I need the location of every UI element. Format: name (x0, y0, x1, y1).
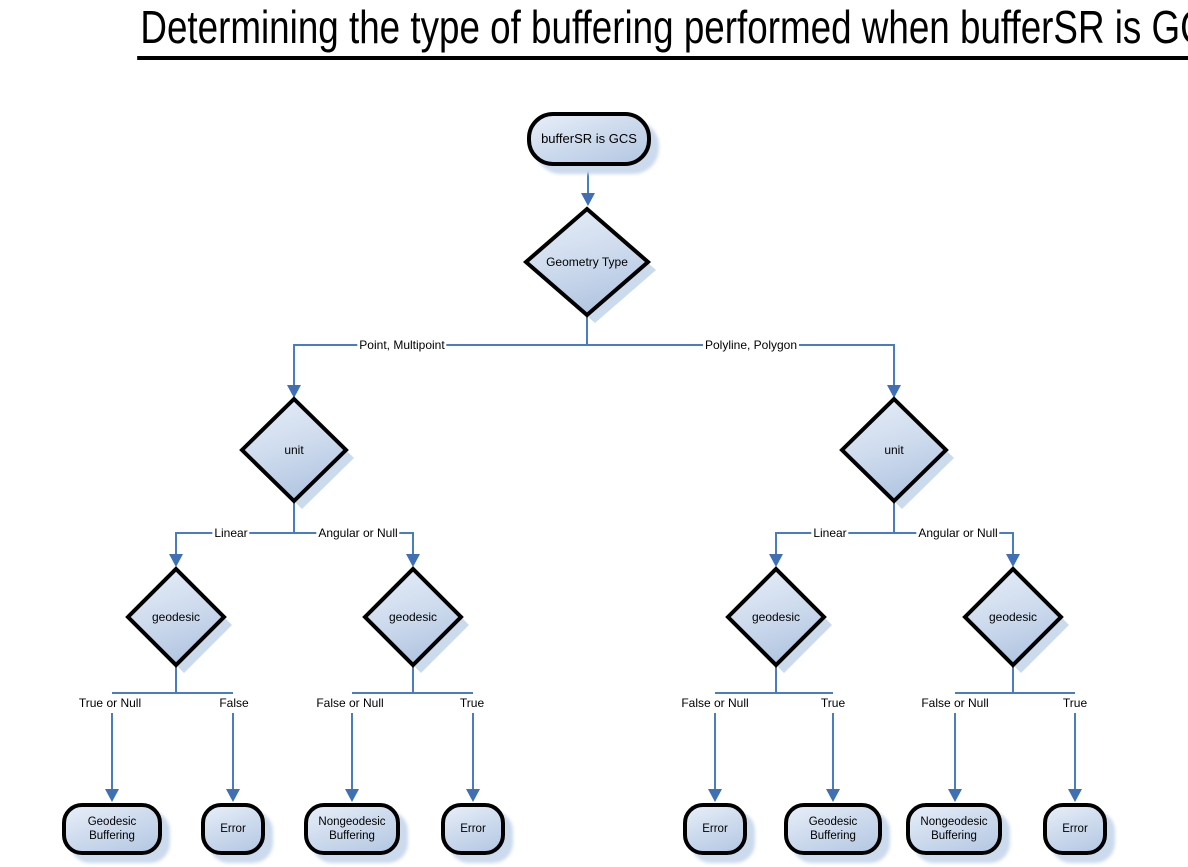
decision-geometry-type (522, 206, 656, 323)
arrowhead-icon (226, 789, 240, 802)
outcome-geodesic-buffering-1: Geodesic Buffering (62, 803, 162, 855)
unit-left-label: unit (284, 443, 304, 457)
arrowhead-icon (826, 789, 840, 802)
arrowhead-icon (287, 385, 301, 398)
page-title: Determining the type of buffering perfor… (0, 2, 1188, 60)
arrowhead-icon (466, 789, 480, 802)
edge-label-linear-right: Linear (811, 526, 849, 540)
outcome-label: Error (702, 823, 728, 835)
edge-label-angular-left: Angular or Null (316, 526, 400, 540)
diamond-shape (839, 396, 949, 504)
geodesic-right-linear-label: geodesic (751, 610, 801, 624)
outcome-geodesic-buffering-2: Geodesic Buffering (784, 803, 882, 855)
edge-label-polyline-polygon: Polyline, Polygon (702, 338, 800, 352)
edge-label-false-or-null-3: False or Null (679, 696, 751, 710)
edge-label-true-or-null-1: True or Null (76, 696, 144, 710)
decision-geodesic-left-angular (362, 566, 469, 673)
edge-label-true-4: True (1060, 696, 1090, 710)
edge-label-linear-left: Linear (212, 526, 250, 540)
edge-label-false-or-null-4: False or Null (919, 696, 991, 710)
arrowheads (105, 193, 1082, 802)
diamond-shape (125, 566, 227, 668)
outcome-label: Nongeodesic Buffering (920, 816, 988, 842)
outcome-label: Nongeodesic Buffering (318, 816, 386, 842)
outcome-error-3: Error (683, 803, 747, 855)
arrowhead-icon (345, 789, 359, 802)
edge-label-false-1: False (217, 696, 251, 710)
page-title-text: Determining the type of buffering perfor… (137, 2, 1188, 60)
arrowhead-icon (581, 193, 595, 206)
arrowhead-icon (105, 789, 119, 802)
start-node-label: bufferSR is GCS (541, 131, 637, 146)
outcome-error-1: Error (201, 803, 265, 855)
edge-label-true-3: True (818, 696, 848, 710)
outcome-label: Geodesic Buffering (808, 816, 858, 842)
decision-geodesic-left-linear (125, 566, 232, 673)
diamond-shape (362, 566, 464, 668)
arrowhead-icon (769, 554, 783, 567)
start-node: bufferSR is GCS (527, 112, 651, 166)
diamond-shape (239, 396, 349, 504)
arrowhead-icon (1068, 789, 1082, 802)
outcome-error-4: Error (1043, 803, 1107, 855)
geodesic-left-angular-label: geodesic (388, 610, 438, 624)
geodesic-right-angular-label: geodesic (988, 610, 1038, 624)
outcome-label: Error (460, 823, 486, 835)
outcome-label: Error (220, 823, 246, 835)
arrowhead-icon (1006, 554, 1020, 567)
unit-right-label: unit (884, 443, 904, 457)
outcome-label: Error (1062, 823, 1088, 835)
decision-geodesic-right-linear (725, 566, 832, 673)
arrowhead-icon (406, 554, 420, 567)
diamond-shape (522, 206, 652, 318)
arrowhead-icon (948, 789, 962, 802)
outcome-error-2: Error (441, 803, 505, 855)
decision-unit-left (239, 396, 354, 509)
outcome-nongeodesic-buffering-2: Nongeodesic Buffering (906, 803, 1002, 855)
diamond-shape (962, 566, 1064, 668)
edge-label-point-multipoint: Point, Multipoint (357, 338, 447, 352)
arrowhead-icon (169, 554, 183, 567)
geometry-type-label: Geometry Type (546, 255, 628, 269)
arrowhead-icon (887, 385, 901, 398)
geodesic-left-linear-label: geodesic (151, 610, 201, 624)
outcome-nongeodesic-buffering-1: Nongeodesic Buffering (304, 803, 400, 855)
edge-label-false-or-null-2: False or Null (314, 696, 386, 710)
decision-geodesic-right-angular (962, 566, 1069, 673)
outcome-label: Geodesic Buffering (87, 816, 137, 842)
edge-label-true-2: True (457, 696, 487, 710)
decision-unit-right (839, 396, 954, 509)
edge-label-angular-right: Angular or Null (916, 526, 1000, 540)
diamond-shape (725, 566, 827, 668)
arrowhead-icon (708, 789, 722, 802)
